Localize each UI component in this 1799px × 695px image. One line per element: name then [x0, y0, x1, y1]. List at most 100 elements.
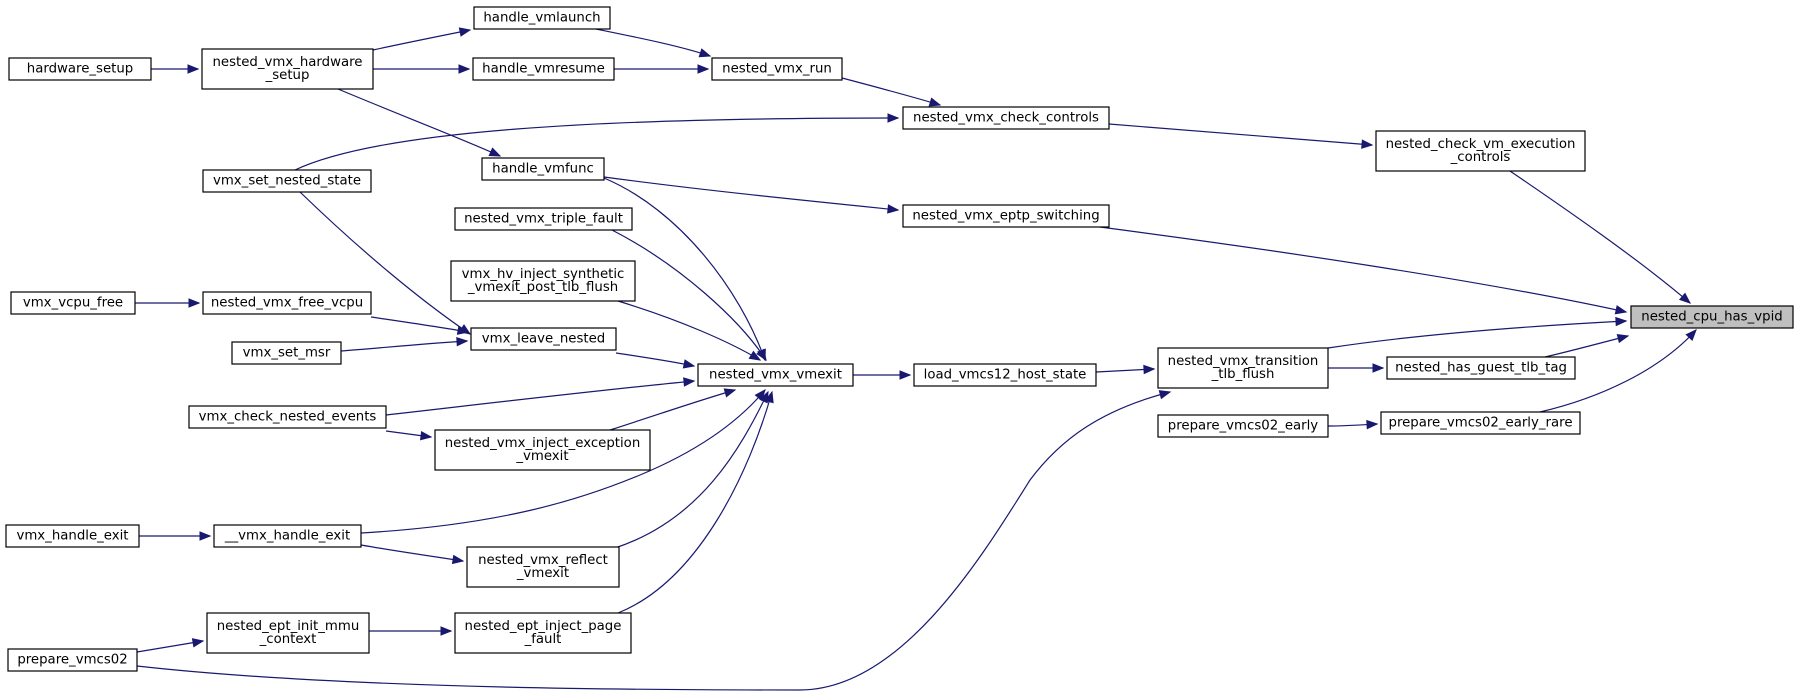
- edge-nested_vmx_eptp_switching-to-nested_cpu_has_vpid: [1099, 226, 1628, 315]
- node-label: __vmx_handle_exit: [224, 529, 350, 544]
- arrowhead-icon: [458, 27, 472, 37]
- edge-nested_vmx_triple_fault-to-nested_vmx_vmexit: [611, 229, 767, 362]
- node-box: [1386, 356, 1576, 380]
- edge-vmx_hv_inject_synthetic-to-nested_vmx_vmexit: [617, 300, 762, 361]
- node-prepare-vmcs02-early[interactable]: prepare_vmcs02_early: [1157, 414, 1329, 438]
- node-vmx-check-nested-events[interactable]: vmx_check_nested_events: [188, 405, 387, 429]
- node-box: [902, 204, 1110, 228]
- node-nested-check-vm-execution-controls[interactable]: nested_check_vm_execution_controls: [1375, 130, 1586, 172]
- edge-prepare_vmcs02-to-nested_ept_init_mmu_context: [136, 638, 205, 653]
- node-label: vmx_leave_nested: [482, 332, 605, 347]
- node-box: [902, 106, 1110, 130]
- edge-line: [299, 191, 471, 335]
- arrowhead-icon: [199, 531, 212, 541]
- node-label: nested_check_vm_execution: [1386, 137, 1576, 152]
- node-nested-vmx-transition-tlb-flush[interactable]: nested_vmx_transition_tlb_flush: [1157, 347, 1329, 389]
- arrowhead-icon: [683, 377, 696, 387]
- arrowhead-icon: [458, 64, 471, 74]
- node-label: _tlb_flush: [1211, 367, 1275, 382]
- arrowhead-icon: [451, 554, 465, 565]
- node-box: [1375, 130, 1586, 172]
- node-vmx-set-msr[interactable]: vmx_set_msr: [231, 341, 342, 365]
- node-hardware-setup[interactable]: hardware_setup: [8, 57, 152, 81]
- edge-prepare_vmcs02-to-nested_vmx_transition_tlb_flush: [136, 390, 1172, 691]
- nodes-layer: nested_cpu_has_vpid nested_check_vm_execu…: [5, 6, 1794, 672]
- node-label: _fault: [524, 632, 562, 647]
- arrowhead-icon: [1366, 419, 1379, 430]
- node-label: nested_vmx_hardware: [213, 55, 363, 70]
- node-nested-has-guest-tlb-tag[interactable]: nested_has_guest_tlb_tag: [1386, 356, 1576, 380]
- node-box: [10, 291, 136, 315]
- arrowhead-icon: [756, 348, 767, 362]
- node-vmx-handle-exit[interactable]: vmx_handle_exit: [5, 524, 140, 548]
- node-box: [454, 207, 633, 231]
- node-label: nested_vmx_free_vcpu: [211, 296, 363, 311]
- edge-nested_vmx_vmexit-to-load_vmcs12_host_state: [853, 370, 912, 380]
- edge-nested_ept_inject_page_fault-to-nested_vmx_vmexit: [617, 390, 774, 614]
- edge-vmx_check_nested_events-to-nested_vmx_inject_exception_vmexit: [385, 430, 433, 441]
- arrowhead-icon: [697, 64, 710, 74]
- arrowhead-icon: [1685, 329, 1697, 341]
- node-vmx-hv-inject-synthetic[interactable]: vmx_hv_inject_synthetic_vmexit_post_tlb_…: [450, 260, 636, 302]
- arrowhead-icon: [440, 626, 453, 636]
- arrowhead-icon: [1678, 292, 1692, 304]
- arrowhead-icon: [191, 638, 205, 648]
- node-nested-cpu-has-vpid[interactable]: nested_cpu_has_vpid: [1630, 305, 1794, 329]
- edge-line: [385, 380, 695, 416]
- node-label: nested_vmx_triple_fault: [464, 212, 623, 227]
- node-nested-vmx-inject-exception-vmexit[interactable]: nested_vmx_inject_exception_vmexit: [434, 429, 651, 471]
- edge-vmx_set_nested_state-to-nested_vmx_check_controls: [294, 113, 900, 171]
- edge-line: [617, 391, 773, 614]
- arrowhead-icon: [1616, 333, 1630, 344]
- node-box: [434, 429, 651, 471]
- node-nested-vmx-check-controls[interactable]: nested_vmx_check_controls: [902, 106, 1110, 130]
- node-nested-vmx-vmexit[interactable]: nested_vmx_vmexit: [697, 363, 854, 387]
- node-nested-ept-init-mmu-context[interactable]: nested_ept_init_mmu_context: [206, 612, 370, 654]
- node-box: [5, 524, 140, 548]
- edge-nested_vmx_free_vcpu-to-vmx_leave_nested: [370, 316, 470, 335]
- edge-line: [603, 177, 766, 361]
- node-prepare-vmcs02[interactable]: prepare_vmcs02: [7, 648, 138, 672]
- arrowhead-icon: [723, 388, 737, 398]
- node-nested-vmx-hardware-setup[interactable]: nested_vmx_hardware_setup: [201, 48, 374, 90]
- node-nested-ept-inject-page-fault[interactable]: nested_ept_inject_page_fault: [454, 612, 632, 654]
- node-nested-vmx-eptp-switching[interactable]: nested_vmx_eptp_switching: [902, 204, 1110, 228]
- node-label: vmx_set_msr: [243, 346, 331, 361]
- edge-line: [360, 544, 464, 562]
- edge-nested_vmx_run-to-nested_vmx_check_controls: [841, 77, 942, 107]
- edge-line: [360, 389, 766, 534]
- node-box: [697, 363, 854, 387]
- node-box: [201, 48, 374, 90]
- node-label: vmx_check_nested_events: [199, 410, 377, 425]
- node-vmx-set-nested-state[interactable]: vmx_set_nested_state: [202, 169, 372, 193]
- node-nested-vmx-triple-fault[interactable]: nested_vmx_triple_fault: [454, 207, 633, 231]
- node-prepare-vmcs02-early-rare[interactable]: prepare_vmcs02_early_rare: [1380, 411, 1581, 435]
- node-box: [450, 260, 636, 302]
- node-vmx-vcpu-free[interactable]: vmx_vcpu_free: [10, 291, 136, 315]
- arrowhead-icon: [488, 147, 502, 157]
- edge-line: [370, 316, 469, 333]
- edge-line: [841, 77, 941, 106]
- node-handle-vmfunc[interactable]: handle_vmfunc: [481, 157, 605, 181]
- edge-line: [595, 28, 711, 57]
- edge-line: [337, 88, 501, 157]
- node---vmx-handle-exit[interactable]: __vmx_handle_exit: [213, 524, 362, 548]
- edge-nested_vmx_inject_exception_vmexit-to-nested_vmx_vmexit: [609, 388, 737, 431]
- arrowhead-icon: [899, 370, 912, 380]
- node-load-vmcs12-host-state[interactable]: load_vmcs12_host_state: [913, 363, 1097, 387]
- edge-line: [603, 176, 899, 211]
- node-label: nested_cpu_has_vpid: [1641, 310, 1782, 325]
- node-vmx-leave-nested[interactable]: vmx_leave_nested: [470, 327, 617, 351]
- edge-line: [615, 352, 695, 367]
- node-nested-vmx-free-vcpu[interactable]: nested_vmx_free_vcpu: [202, 291, 372, 315]
- node-nested-vmx-reflect-vmexit[interactable]: nested_vmx_reflect_vmexit: [466, 546, 620, 588]
- arrowhead-icon: [419, 430, 433, 441]
- node-label: _vmexit: [515, 449, 568, 464]
- node-nested-vmx-run[interactable]: nested_vmx_run: [711, 57, 843, 81]
- node-handle-vmlaunch[interactable]: handle_vmlaunch: [473, 6, 611, 30]
- arrowhead-icon: [887, 204, 900, 214]
- node-box: [481, 157, 605, 181]
- node-handle-vmresume[interactable]: handle_vmresume: [472, 57, 615, 81]
- edge-line: [609, 389, 736, 431]
